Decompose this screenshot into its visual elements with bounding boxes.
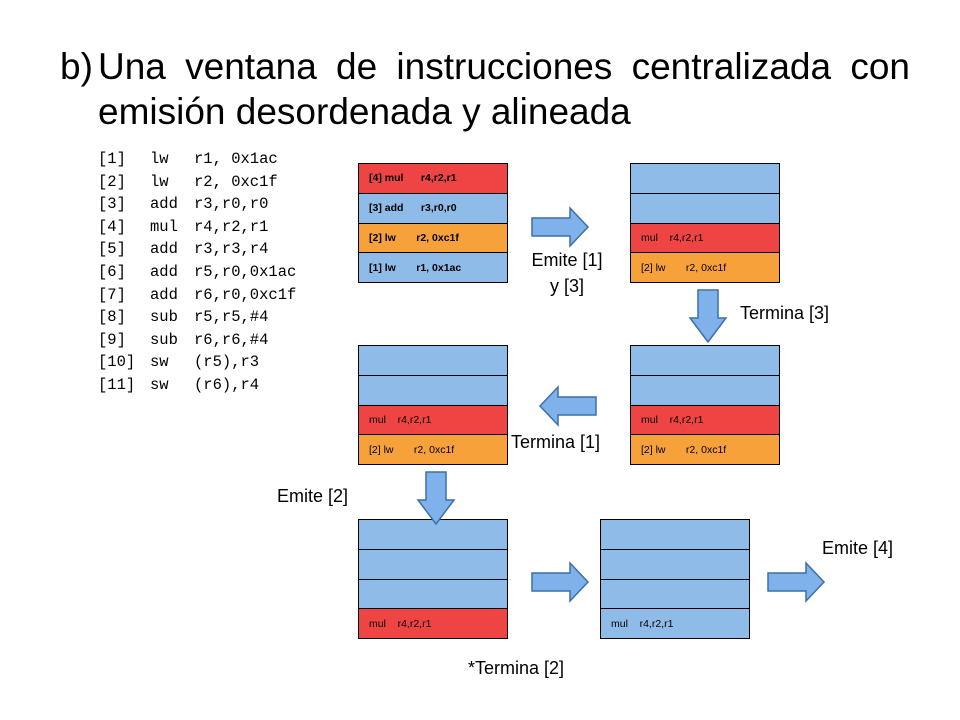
window-slot: [2] lw r2, 0xc1f [359, 223, 507, 254]
arrow-right-icon [767, 561, 826, 603]
label-termina-1: Termina [1] [511, 432, 601, 452]
title-line-2: emisión desordenada y alineada [98, 91, 631, 132]
arrow-left-icon [538, 385, 597, 427]
arrow-down-icon [416, 471, 456, 526]
label-emite-2: Emite [2] [277, 486, 349, 506]
window-slot [631, 346, 779, 376]
label-line: y [3] [549, 276, 584, 296]
window-slot [359, 375, 507, 406]
title-line-1: Una ventana de instrucciones centralizad… [98, 46, 910, 87]
instruction-window-6: mul r4,r2,r1 [600, 519, 750, 639]
window-slot: mul r4,r2,r1 [631, 223, 779, 254]
instruction-row: [11]sw(r6),r4 [98, 375, 260, 394]
window-slot [601, 520, 749, 550]
arrow-right-icon [531, 561, 590, 603]
arrow-down-icon [688, 289, 728, 344]
arrow-right-icon [531, 206, 590, 248]
window-slot: mul r4,r2,r1 [359, 405, 507, 436]
window-slot: [3] add r3,r0,r0 [359, 193, 507, 224]
label-emite-1-3: Emite [1] y [3] [520, 249, 614, 297]
window-slot: [2] lw r2, 0xc1f [631, 435, 779, 464]
window-slot [359, 579, 507, 610]
label-termina-3: Termina [3] [740, 303, 830, 323]
instruction-window-1: [4] mul r4,r2,r1 [3] add r3,r0,r0 [2] lw… [358, 163, 508, 283]
instruction-window-2: mul r4,r2,r1 [2] lw r2, 0xc1f [630, 163, 780, 283]
window-slot: [1] lw r1, 0x1ac [359, 253, 507, 282]
title-label: b) [60, 46, 93, 87]
window-slot [359, 346, 507, 376]
instruction-row: [10]sw(r5),r3 [98, 353, 260, 372]
instruction-window-4: mul r4,r2,r1 [2] lw r2, 0xc1f [358, 345, 508, 465]
window-slot: mul r4,r2,r1 [631, 405, 779, 436]
window-slot: mul r4,r2,r1 [359, 609, 507, 638]
label-termina-2: *Termina [2] [468, 658, 565, 678]
window-slot [359, 549, 507, 580]
window-slot: [4] mul r4,r2,r1 [359, 164, 507, 194]
window-slot: [2] lw r2, 0xc1f [359, 435, 507, 464]
window-slot: mul r4,r2,r1 [601, 609, 749, 638]
window-slot [359, 520, 507, 550]
window-slot [631, 375, 779, 406]
window-slot [631, 193, 779, 224]
window-slot: [2] lw r2, 0xc1f [631, 253, 779, 282]
label-emite-4: Emite [4] [822, 538, 894, 558]
instruction-window-3: mul r4,r2,r1 [2] lw r2, 0xc1f [630, 345, 780, 465]
label-line: Emite [1] [531, 250, 603, 270]
window-slot [601, 579, 749, 610]
instruction-window-5: mul r4,r2,r1 [358, 519, 508, 639]
window-slot [601, 549, 749, 580]
window-slot [631, 164, 779, 194]
